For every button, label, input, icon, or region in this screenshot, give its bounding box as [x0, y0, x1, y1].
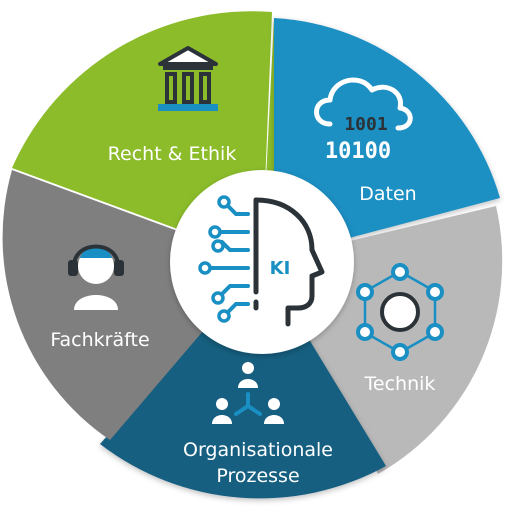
- segment-daten: [274, 18, 500, 258]
- center-circle: [170, 170, 354, 354]
- segment-label-organisationale: Organisationale: [183, 439, 333, 461]
- org-chart-icon: [212, 362, 284, 424]
- segment-fachkraefte: [2, 170, 263, 440]
- ai-head-circuit-icon: [198, 195, 325, 327]
- courthouse-icon: [158, 46, 218, 111]
- binary-line-2: 10100: [325, 139, 391, 164]
- segment-label-technik: Technik: [364, 373, 436, 395]
- network-icon: [356, 263, 444, 361]
- segment-label-daten: Daten: [359, 183, 416, 205]
- segment-label-recht-ethik: Recht & Ethik: [108, 143, 237, 165]
- binary-line-1: 1001: [344, 114, 387, 135]
- segment-label-prozesse: Prozesse: [216, 465, 299, 487]
- center-label: KI: [270, 258, 291, 279]
- segment-label-fachkraefte: Fachkräfte: [50, 329, 149, 351]
- headset-person-icon: [68, 244, 124, 310]
- data-cloud-icon: 1001 10100: [314, 77, 413, 164]
